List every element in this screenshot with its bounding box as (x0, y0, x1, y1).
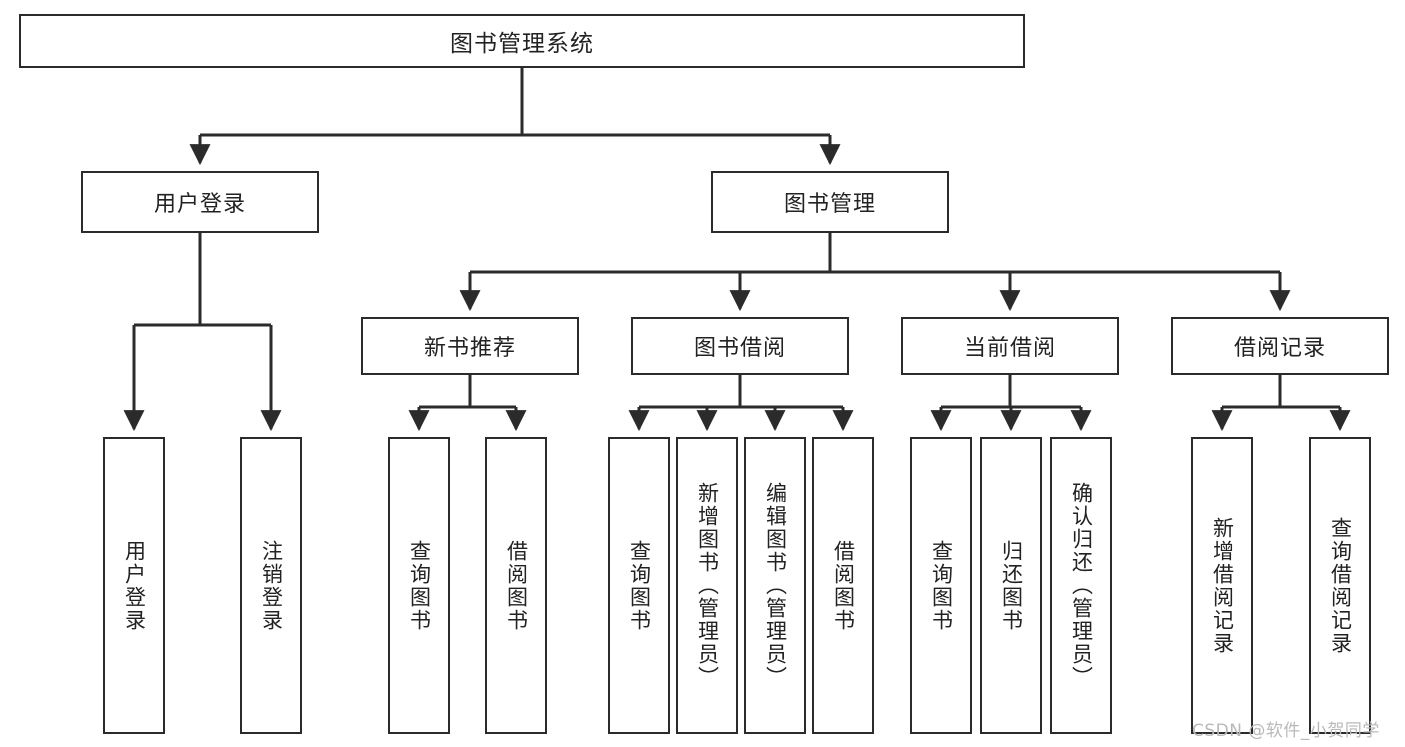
node-label: 图书借阅 (693, 336, 786, 361)
node-borrow-record[interactable]: 借阅记录 (1171, 317, 1389, 375)
node-leaf-query-record[interactable]: 查询借阅记录 (1309, 437, 1371, 734)
csdn-watermark: CSDN @软件_小贺同学 (1192, 721, 1380, 741)
leaf-label: 编辑图书（管理员） (763, 482, 788, 689)
leaf-label: 新增借阅记录 (1210, 516, 1235, 655)
node-leaf-confirm-return[interactable]: 确认归还（管理员） (1050, 437, 1112, 734)
node-leaf-borrow-book-rec[interactable]: 借阅图书 (485, 437, 547, 734)
leaf-label: 借阅图书 (504, 539, 529, 632)
node-book-manage[interactable]: 图书管理 (711, 171, 949, 233)
node-leaf-query-book-borrow[interactable]: 查询图书 (608, 437, 670, 734)
node-leaf-edit-book[interactable]: 编辑图书（管理员） (744, 437, 806, 734)
node-root[interactable]: 图书管理系统 (19, 14, 1025, 68)
node-leaf-user-login[interactable]: 用户登录 (103, 437, 165, 734)
leaf-label: 确认归还（管理员） (1069, 482, 1094, 689)
node-leaf-logout[interactable]: 注销登录 (240, 437, 302, 734)
node-label: 新书推荐 (423, 336, 516, 361)
leaf-label: 用户登录 (122, 539, 147, 632)
leaf-label: 归还图书 (999, 539, 1024, 632)
leaf-label: 查询图书 (407, 539, 432, 632)
node-leaf-query-book-current[interactable]: 查询图书 (910, 437, 972, 734)
node-book-borrow[interactable]: 图书借阅 (631, 317, 849, 375)
node-leaf-add-record[interactable]: 新增借阅记录 (1191, 437, 1253, 734)
leaf-label: 查询图书 (627, 539, 652, 632)
node-user-login[interactable]: 用户登录 (81, 171, 319, 233)
node-new-book-rec[interactable]: 新书推荐 (361, 317, 579, 375)
leaf-label: 借阅图书 (831, 539, 856, 632)
node-label: 借阅记录 (1233, 336, 1326, 361)
node-leaf-add-book[interactable]: 新增图书（管理员） (676, 437, 738, 734)
node-label: 用户登录 (153, 192, 246, 217)
node-leaf-return-book[interactable]: 归还图书 (980, 437, 1042, 734)
node-current-borrow[interactable]: 当前借阅 (901, 317, 1119, 375)
leaf-label: 新增图书（管理员） (695, 482, 720, 689)
leaf-label: 查询借阅记录 (1328, 516, 1353, 655)
node-label: 图书管理系统 (450, 31, 594, 57)
node-label: 当前借阅 (963, 336, 1056, 361)
leaf-label: 查询图书 (929, 539, 954, 632)
node-leaf-borrow-book[interactable]: 借阅图书 (812, 437, 874, 734)
node-label: 图书管理 (783, 192, 876, 217)
node-leaf-query-book-rec[interactable]: 查询图书 (388, 437, 450, 734)
leaf-label: 注销登录 (259, 539, 284, 632)
